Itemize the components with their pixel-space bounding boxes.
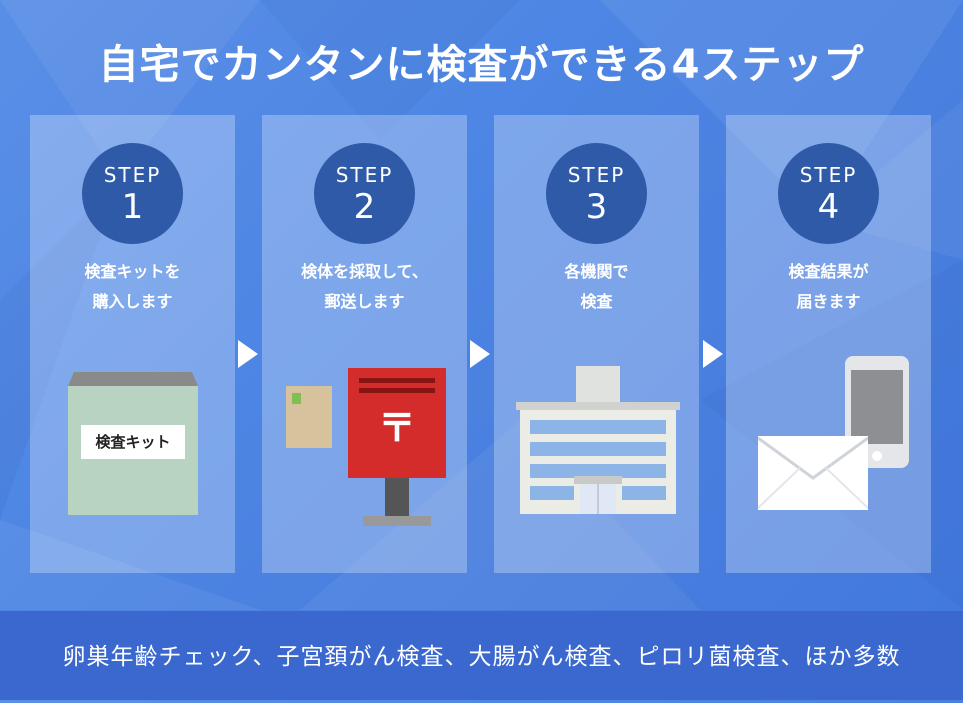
postbox-icon [348, 368, 446, 526]
postbox-mark-icon: 〒 [377, 406, 416, 450]
arrow-right-icon [470, 340, 490, 368]
step-word: STEP [103, 163, 162, 187]
test-kit-label: 検査キット [81, 425, 185, 459]
step-word: STEP [799, 163, 858, 187]
step-description-1: 検査キットを 購入します [30, 257, 235, 317]
step-word: STEP [567, 163, 626, 187]
step-number: 3 [585, 187, 608, 227]
step-badge-1: STEP 1 [82, 143, 183, 244]
step-description-2: 検体を採取して、 郵送します [262, 257, 467, 317]
step-number: 2 [353, 187, 376, 227]
step-desc-line: 購入します [92, 292, 173, 311]
step-badge-4: STEP 4 [778, 143, 879, 244]
step-desc-line: 各機関で [564, 262, 629, 281]
step-panel-2: STEP 2 検体を採取して、 郵送します [262, 115, 467, 573]
footer-test-list: 卵巣年齢チェック、子宮頚がん検査、大腸がん検査、ピロリ菌検査、ほか多数 [0, 611, 963, 700]
arrow-right-icon [238, 340, 258, 368]
step-panel-1: STEP 1 検査キットを 購入します [30, 115, 235, 573]
step-desc-line: 検査 [580, 292, 613, 311]
step-word: STEP [335, 163, 394, 187]
step-desc-line: 検査結果が [788, 262, 869, 281]
step-desc-line: 届きます [796, 292, 861, 311]
step-badge-2: STEP 2 [314, 143, 415, 244]
page-title: 自宅でカンタンに検査ができる4ステップ [98, 42, 865, 88]
envelope-sample-icon [286, 386, 332, 448]
mail-envelope-icon [758, 436, 868, 510]
step-description-4: 検査結果が 届きます [726, 257, 931, 317]
step-desc-line: 郵送します [324, 292, 405, 311]
step-desc-line: 検体を採取して、 [301, 262, 428, 281]
step-desc-line: 検査キットを [84, 262, 181, 281]
step-description-3: 各機関で 検査 [494, 257, 699, 317]
step-number: 4 [817, 187, 840, 227]
arrow-right-icon [703, 340, 723, 368]
step-number: 1 [121, 187, 144, 227]
step-badge-3: STEP 3 [546, 143, 647, 244]
hospital-building-icon [516, 366, 680, 514]
